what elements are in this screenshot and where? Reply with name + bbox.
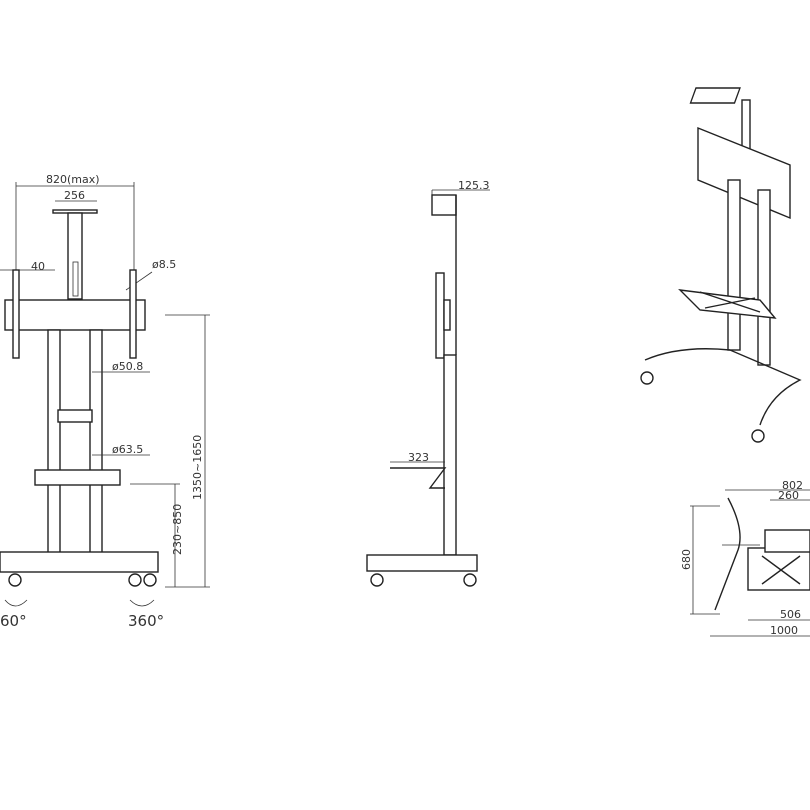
dim-hole-diameter: ø8.5 [152, 258, 176, 271]
dim-shelf-width: 506 [780, 608, 801, 621]
perspective-view [640, 87, 802, 443]
side-view: 125.3 323 [366, 179, 490, 587]
front-view: 820(max) 256 40 ø8.5 ø50.8 ø63.5 1350~16… [0, 173, 210, 630]
dim-shelf-height: 230~850 [171, 504, 184, 555]
dim-base-width: 802 [782, 479, 803, 492]
dim-base-depth: 680 [680, 549, 693, 570]
dim-plate-width: 256 [64, 189, 85, 202]
dim-top-plate: 125.3 [458, 179, 490, 192]
dim-outer-pole: ø63.5 [112, 443, 143, 456]
dim-pole-spacing: 260 [778, 489, 799, 502]
dim-overall-width: 1000 [770, 624, 798, 637]
dim-height-range: 1350~1650 [191, 435, 204, 500]
dim-width-max: 820(max) [46, 173, 100, 186]
top-view: 802 260 680 506 1000 [680, 479, 810, 637]
rotation-left-label: 60° [0, 612, 27, 630]
dim-shelf-depth: 323 [408, 451, 429, 464]
rotation-right-label: 360° [128, 612, 164, 630]
dim-bracket-width: 40 [31, 260, 45, 273]
dim-inner-pole: ø50.8 [112, 360, 143, 373]
